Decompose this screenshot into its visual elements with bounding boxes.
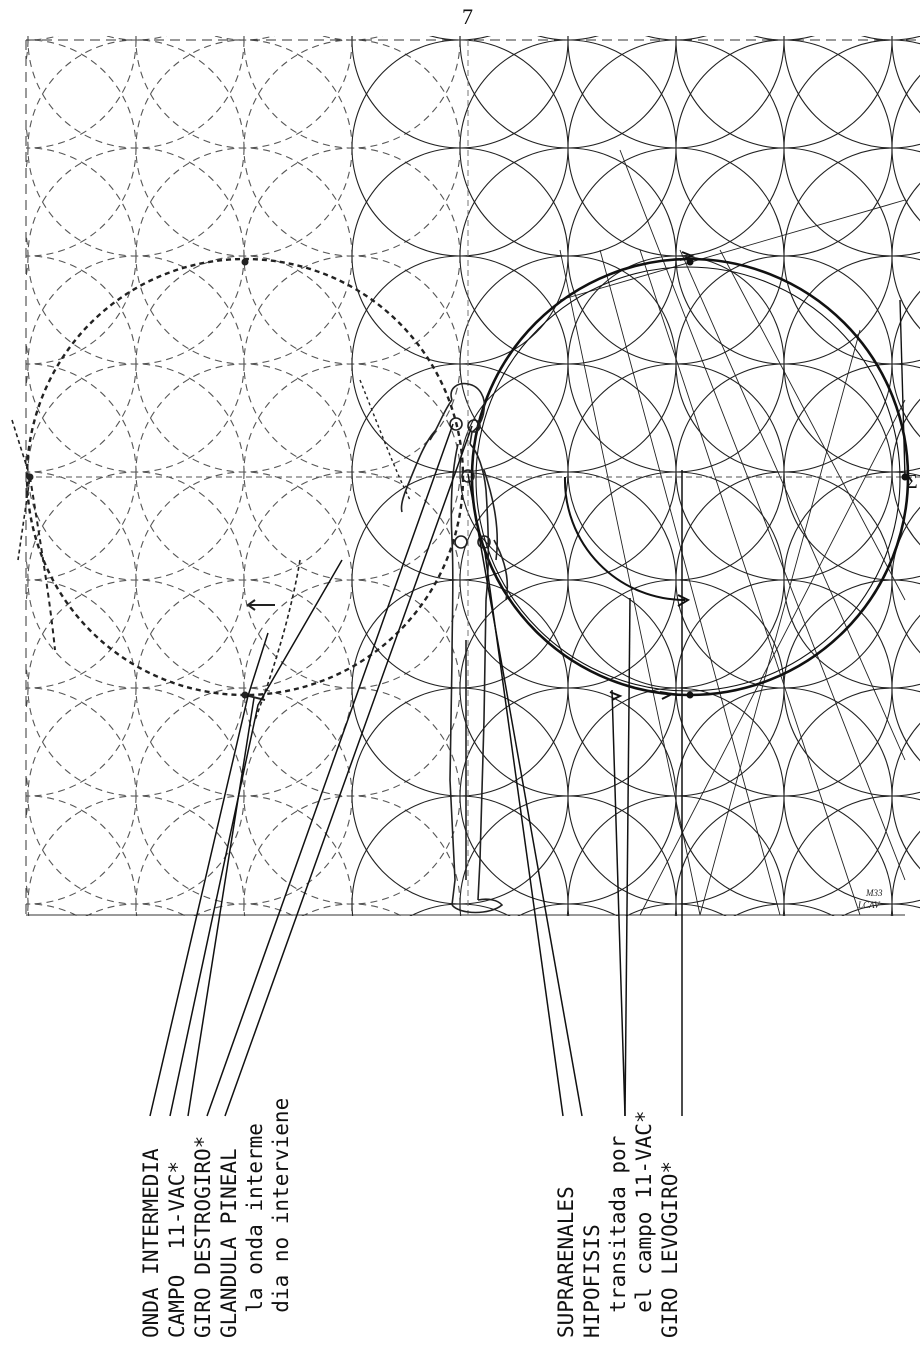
grid-circle (460, 0, 676, 40)
grid-circle (892, 0, 920, 148)
grid-circle (244, 0, 460, 148)
label-glandula-pineal: GLANDULA PINEAL (217, 1148, 241, 1338)
grid-circle (0, 472, 28, 688)
grid-circle (28, 0, 244, 148)
label-onda-intermedia: ONDA INTERMEDIA (139, 1148, 163, 1338)
grid-circle (244, 0, 460, 40)
construction-line (700, 330, 860, 915)
label-onda-interme: la onda interme (243, 1123, 267, 1338)
grid-circle (0, 688, 28, 904)
grid-circle (0, 256, 136, 472)
grid-circle (784, 904, 920, 1120)
grid-circle (0, 148, 28, 364)
labels-right: SUPRARENALES HIPOFISIS transitada por el… (554, 1110, 682, 1338)
grid-circle (28, 0, 244, 40)
construction-line (600, 250, 780, 915)
grid-circle (0, 364, 28, 580)
label-giro-levogiro: GIRO LEVOGIRO* (658, 1161, 682, 1338)
grid-circle (460, 904, 676, 1120)
construction-line (560, 200, 905, 300)
grid-circle (0, 0, 28, 148)
grid-circle (0, 796, 136, 1012)
grid-circle (0, 148, 136, 364)
grid-circle (0, 364, 136, 580)
grid-circle (136, 0, 352, 148)
grid-circle (0, 0, 136, 40)
grid-circle (892, 0, 920, 40)
grid-circle (568, 0, 784, 148)
human-figure (401, 384, 507, 913)
leader-onda-interme (225, 426, 472, 1116)
grid-circle (784, 0, 920, 148)
leader-campo-11vac-left (170, 560, 342, 1116)
grid-circle (568, 0, 784, 40)
page-number: 7 (462, 4, 473, 29)
svg-text:M33: M33 (865, 888, 883, 898)
grid-circle (0, 796, 28, 1012)
grid-circle (352, 0, 568, 40)
grid-circle (460, 0, 676, 148)
grid-circle (0, 0, 136, 148)
grid-circle (0, 904, 28, 1120)
grid-circle (892, 904, 920, 1120)
label-hipofisis: HIPOFISIS (580, 1224, 604, 1338)
svg-text:LCAV: LCAV (857, 900, 881, 910)
label-suprarenales: SUPRARENALES (554, 1186, 578, 1338)
grid-circle (352, 904, 568, 1120)
sigma-symbol: Σ (906, 471, 918, 493)
grid-circle (0, 580, 28, 796)
label-campo-11vac: CAMPO 11-VAC* (165, 1161, 189, 1338)
grid-circle (0, 688, 136, 904)
leader-hipofisis (468, 474, 582, 1116)
construction-line (680, 250, 905, 760)
grid-circle (0, 472, 136, 688)
label-giro-destrogiro: GIRO DESTROGIRO* (191, 1136, 215, 1338)
grid-circle (784, 0, 920, 40)
labels-left: ONDA INTERMEDIA CAMPO 11-VAC* GIRO DESTR… (139, 1098, 293, 1338)
grid-circle (0, 0, 28, 40)
grid-circle (0, 40, 136, 256)
grid-circle (0, 40, 28, 256)
circle-grid (0, 0, 920, 1120)
grid-circle (0, 580, 136, 796)
grid-circle (244, 904, 460, 1120)
construction-line (720, 250, 905, 600)
label-transitada-por: transitada por (606, 1136, 630, 1338)
grid-circle (676, 0, 892, 40)
grid-circle (0, 904, 136, 1120)
label-el-campo-11vac: el campo 11-VAC* (632, 1110, 656, 1338)
leader-transitada (612, 690, 625, 1116)
label-dia-no-interviene: dia no interviene (269, 1098, 293, 1338)
grid-circle (352, 0, 568, 148)
grid-circle (0, 256, 28, 472)
grid-circle (676, 0, 892, 148)
grid-circle (136, 0, 352, 40)
leader-lines (150, 424, 682, 1116)
grid-circle (28, 904, 244, 1120)
grid-circle (568, 904, 784, 1120)
grid-circle (676, 904, 892, 1120)
